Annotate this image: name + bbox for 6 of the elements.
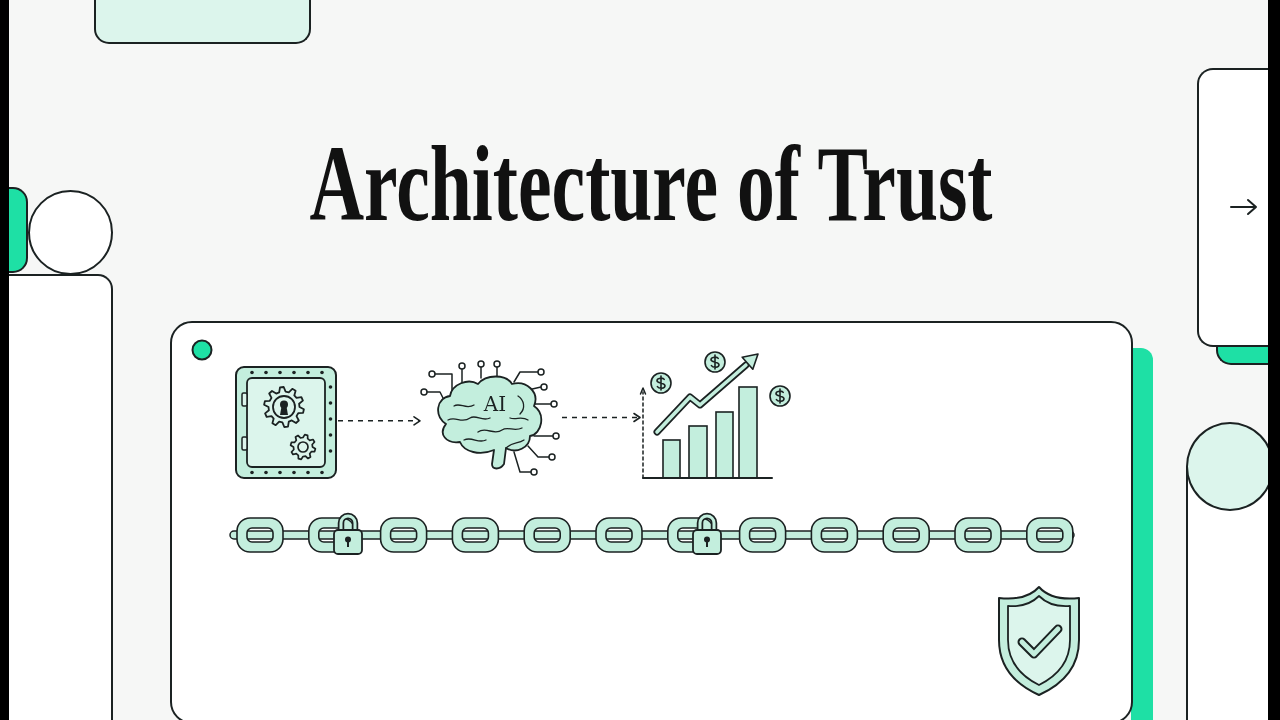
node-label: AI	[483, 393, 507, 415]
dashed-arrow	[561, 412, 641, 423]
card-panel	[170, 321, 1133, 720]
vault-illustration	[234, 365, 338, 480]
dashed-arrow	[337, 416, 421, 426]
title: Architecture of Trust	[309, 130, 993, 238]
